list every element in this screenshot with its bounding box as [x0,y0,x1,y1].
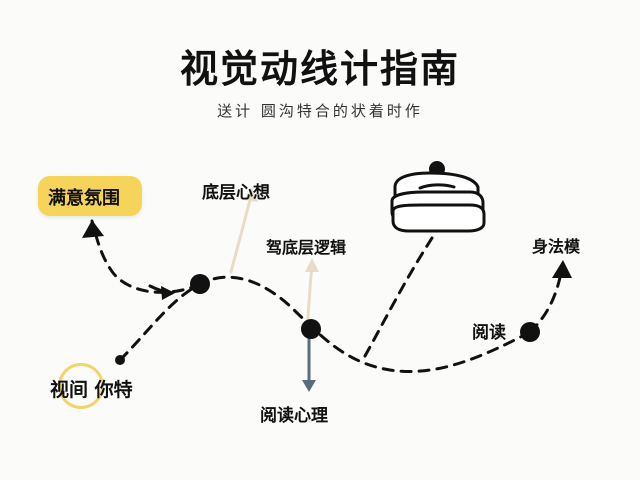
node-upper-mid [190,274,210,294]
node-label-reading-psychology: 阅读心理 [260,406,328,426]
node-label-body-style: 身法模 [532,237,581,256]
node-label-reading: 阅读 [472,323,506,343]
down-arrowhead [302,380,316,392]
soft-arrow-upper [229,190,254,274]
node-label-bottom-thought: 底层心想 [202,183,270,203]
soft-arrow-lower-head [305,258,319,272]
node-right [520,322,540,342]
node-center [301,319,321,339]
main-flow-path [118,275,532,373]
soft-arrow-upper-head [244,188,258,202]
right-arrowhead [552,260,572,278]
node-label-bottom-logic: 驾底层逻辑 [266,238,347,257]
mid-to-stack-path [363,236,434,358]
stacked-layers-icon [390,171,486,233]
node-label-view-hold: 视间 你特 [50,379,133,401]
left-arrowhead [82,220,104,238]
node-start [115,355,125,365]
left-arrow-path [90,219,202,294]
left-curve-arrowhead [161,286,175,300]
node-label-satisfaction: 满意氛围 [48,188,120,209]
page-subtitle: 送计 圆沟特合的状着时作 [217,102,423,120]
start-ring [58,363,104,409]
page-title: 视觉动线计指南 [179,47,460,91]
satisfaction-highlight [38,176,142,216]
